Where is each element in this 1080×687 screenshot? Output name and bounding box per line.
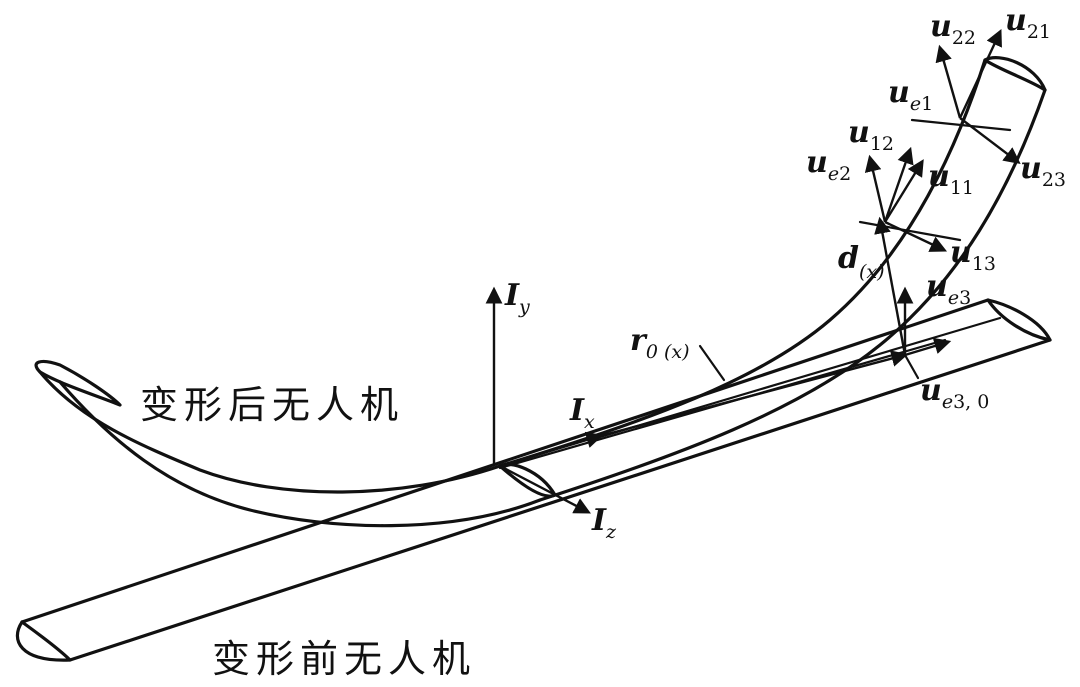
- deformed-wing-cross-section-upper: [910, 118, 1012, 132]
- undeformed-wing-leading-edge: [20, 298, 990, 624]
- iy-label: Iy: [504, 278, 530, 318]
- ue3-label: ue3: [926, 269, 971, 309]
- ix-label: Ix: [569, 393, 595, 433]
- u21-arrow: [958, 28, 1002, 119]
- u23-arrow: [959, 117, 1021, 165]
- u22-arrow: [935, 44, 962, 119]
- r0-vector-arrow: [599, 350, 909, 438]
- basis-vectors: [864, 28, 1021, 380]
- deformed-wing-right-tip-airfoil: [983, 56, 1047, 92]
- deformed-wing-right-lower-edge: [538, 88, 1047, 502]
- d-label: d(x): [838, 241, 885, 283]
- deformed-wing-right-upper-edge: [498, 58, 987, 468]
- ue30-leader-line: [903, 353, 920, 380]
- u13-label: u13: [950, 235, 996, 275]
- u21-label: u21: [1005, 3, 1051, 43]
- deformed-wing-left-tip-airfoil: [34, 359, 122, 407]
- u13-arrow: [884, 220, 948, 252]
- u11-arrow: [883, 159, 924, 223]
- u12-arrow: [883, 146, 914, 223]
- ue2-arrow: [864, 154, 887, 223]
- u11-label: u11: [928, 159, 974, 199]
- d-vector-arrow: [874, 216, 907, 356]
- u12-label: u12: [848, 115, 894, 155]
- inertial-axes: [485, 286, 604, 514]
- ue2-label: ue2: [806, 145, 851, 185]
- u23-label: u23: [1020, 151, 1066, 191]
- deformed-wing-left-lower-edge: [58, 380, 542, 528]
- r0-leader-line: [698, 344, 726, 382]
- ix-axis-arrow: [499, 431, 604, 468]
- deformed-uav-caption: 变形后无人机: [140, 383, 404, 427]
- iz-axis-arrow: [499, 464, 591, 514]
- undeformed-wing-tip-airfoil: [986, 298, 1052, 342]
- undeformed-wing-trailing-edge: [68, 338, 1052, 662]
- u22-label: u22: [930, 9, 976, 49]
- ue30-arrow: [904, 337, 952, 357]
- iz-label: Iz: [591, 503, 617, 543]
- ue1-label: ue1: [888, 75, 933, 115]
- position-vectors: [599, 216, 909, 438]
- r0-label: r0 (x): [630, 323, 689, 363]
- ue30-label: ue3, 0: [920, 373, 989, 413]
- undeformed-wing-root-airfoil: [15, 620, 72, 662]
- original-uav-caption: 变形前无人机: [212, 637, 476, 681]
